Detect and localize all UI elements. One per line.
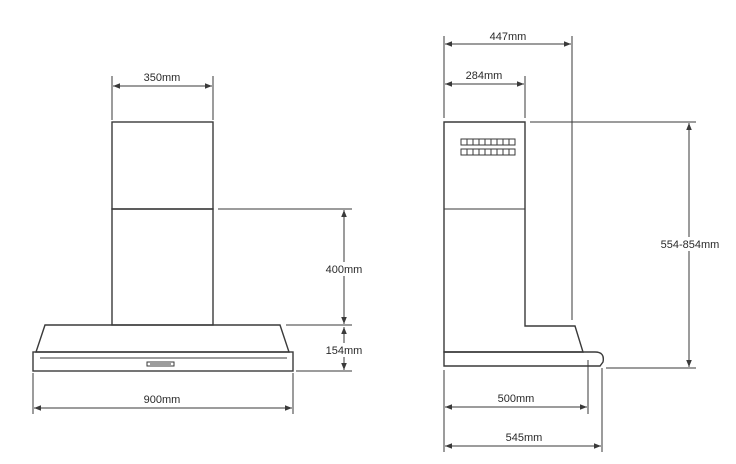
front-view: 350mm 400mm 154mm 900mm (32, 72, 368, 414)
dim-350-label: 350mm (144, 72, 181, 84)
front-canopy (35, 324, 290, 353)
dim-545-label: 545mm (506, 432, 543, 444)
dim-154-label-bg (320, 343, 368, 357)
vent-slats (466, 139, 510, 155)
dim-554-label: 554-854mm (661, 239, 720, 251)
dim-500-label: 500mm (498, 393, 535, 405)
front-control-panel (146, 361, 175, 367)
dim-447-label: 447mm (490, 31, 527, 43)
dim-400-label-bg (320, 262, 368, 276)
dim-400-label: 400mm (326, 264, 363, 276)
vent-row-2 (460, 148, 516, 156)
front-chimney-upper (111, 121, 214, 210)
dim-554-label-bg (652, 237, 732, 251)
side-vent-grille (460, 138, 516, 156)
side-body (443, 121, 584, 353)
vent-row-1 (460, 138, 516, 146)
dim-900-label: 900mm (144, 394, 181, 406)
front-chimney-lower (111, 208, 214, 326)
side-canopy-base (443, 351, 605, 367)
front-canopy-base (32, 351, 294, 372)
side-view: 447mm 284mm 554-854mm 500mm 545mm (443, 31, 732, 452)
dim-284-label: 284mm (466, 70, 503, 82)
dim-154-label: 154mm (326, 345, 363, 357)
